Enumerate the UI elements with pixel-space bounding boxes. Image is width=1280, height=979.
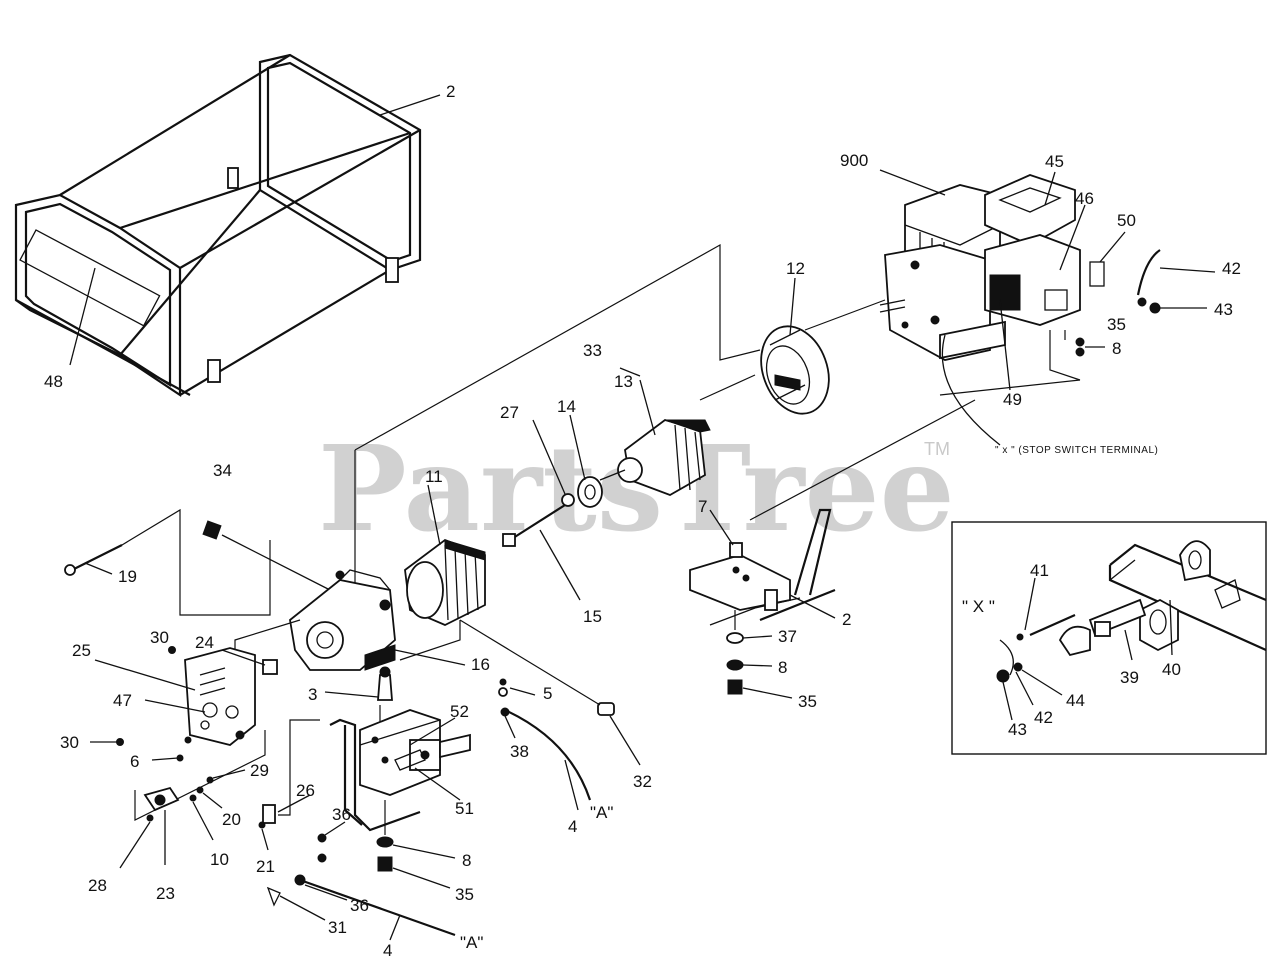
callout-32: 32 [633, 772, 652, 791]
callout-28: 28 [88, 876, 107, 895]
bearing [577, 476, 603, 508]
stop-switch-terminal-note: " x " (STOP SWITCH TERMINAL) [995, 445, 1158, 456]
engine-assembly [879, 174, 1081, 361]
right-mount-bracket [689, 508, 836, 626]
callout-24: 24 [195, 633, 214, 652]
callout-42-inset: 42 [1034, 708, 1053, 727]
callout-35-engine: 35 [1107, 315, 1126, 334]
callout-19: 19 [118, 567, 137, 586]
callout-7: 7 [698, 497, 707, 516]
inset-x-label: " X " [962, 597, 995, 616]
callout-14: 14 [557, 397, 576, 416]
callout-50: 50 [1117, 211, 1136, 230]
callout-8-engine: 8 [1112, 339, 1121, 358]
watermark-trademark: TM [924, 439, 950, 459]
callout-35-bottom: 35 [455, 885, 474, 904]
callout-15: 15 [583, 607, 602, 626]
callout-46: 46 [1075, 189, 1094, 208]
callout-2-mount: 2 [842, 610, 851, 629]
callout-900: 900 [840, 151, 868, 170]
callout-27: 27 [500, 403, 519, 422]
callout-35-mount: 35 [798, 692, 817, 711]
callout-30-top: 30 [150, 628, 169, 647]
callout-51: 51 [455, 799, 474, 818]
callout-44: 44 [1066, 691, 1085, 710]
inset-detail [951, 521, 1267, 755]
callout-47: 47 [113, 691, 132, 710]
callout-43-inset: 43 [1008, 720, 1027, 739]
callout-13: 13 [614, 372, 633, 391]
ref-a-top: "A" [590, 803, 613, 822]
callout-8-bottom: 8 [462, 851, 471, 870]
callout-11: 11 [425, 467, 443, 486]
callout-21: 21 [256, 857, 275, 876]
callout-4-wire-bottom: 4 [383, 941, 392, 960]
callout-52: 52 [450, 702, 469, 721]
callout-31: 31 [328, 918, 347, 937]
callout-41: 41 [1030, 561, 1049, 580]
callout-34: 34 [213, 461, 232, 480]
callout-3: 3 [308, 685, 317, 704]
callout-20: 20 [222, 810, 241, 829]
callout-23: 23 [156, 884, 175, 903]
stator-housing [760, 325, 830, 415]
ref-a-bottom: "A" [460, 933, 483, 952]
callout-36-bottom: 36 [350, 896, 369, 915]
end-bell [289, 569, 396, 671]
callout-26: 26 [296, 781, 315, 800]
nut [202, 520, 222, 540]
rotor [599, 419, 711, 496]
callout-39: 39 [1120, 668, 1139, 687]
mounting-bracket [329, 709, 471, 832]
callout-16: 16 [471, 655, 490, 674]
frame-assembly [14, 53, 422, 398]
callout-45: 45 [1045, 152, 1064, 171]
control-panel [184, 647, 256, 746]
callout-12: 12 [786, 259, 805, 278]
callout-43-engine: 43 [1214, 300, 1233, 319]
callout-38: 38 [510, 742, 529, 761]
callout-40: 40 [1162, 660, 1181, 679]
stator-core [404, 538, 486, 626]
callout-10: 10 [210, 850, 229, 869]
callout-29: 29 [250, 761, 269, 780]
watermark-text: PartsTree [318, 419, 955, 558]
callout-30-bottom: 30 [60, 733, 79, 752]
callout-33: 33 [583, 341, 602, 360]
callout-2-frame: 2 [446, 82, 455, 101]
callout-25: 25 [72, 641, 91, 660]
callout-6: 6 [130, 752, 139, 771]
callout-42-engine: 42 [1222, 259, 1241, 278]
callout-49: 49 [1003, 390, 1022, 409]
callout-48: 48 [44, 372, 63, 391]
callout-36-top: 36 [332, 805, 351, 824]
callout-5: 5 [543, 684, 552, 703]
callout-8-mount: 8 [778, 658, 787, 677]
callout-4-wire-top: 4 [568, 817, 577, 836]
callout-37: 37 [778, 627, 797, 646]
